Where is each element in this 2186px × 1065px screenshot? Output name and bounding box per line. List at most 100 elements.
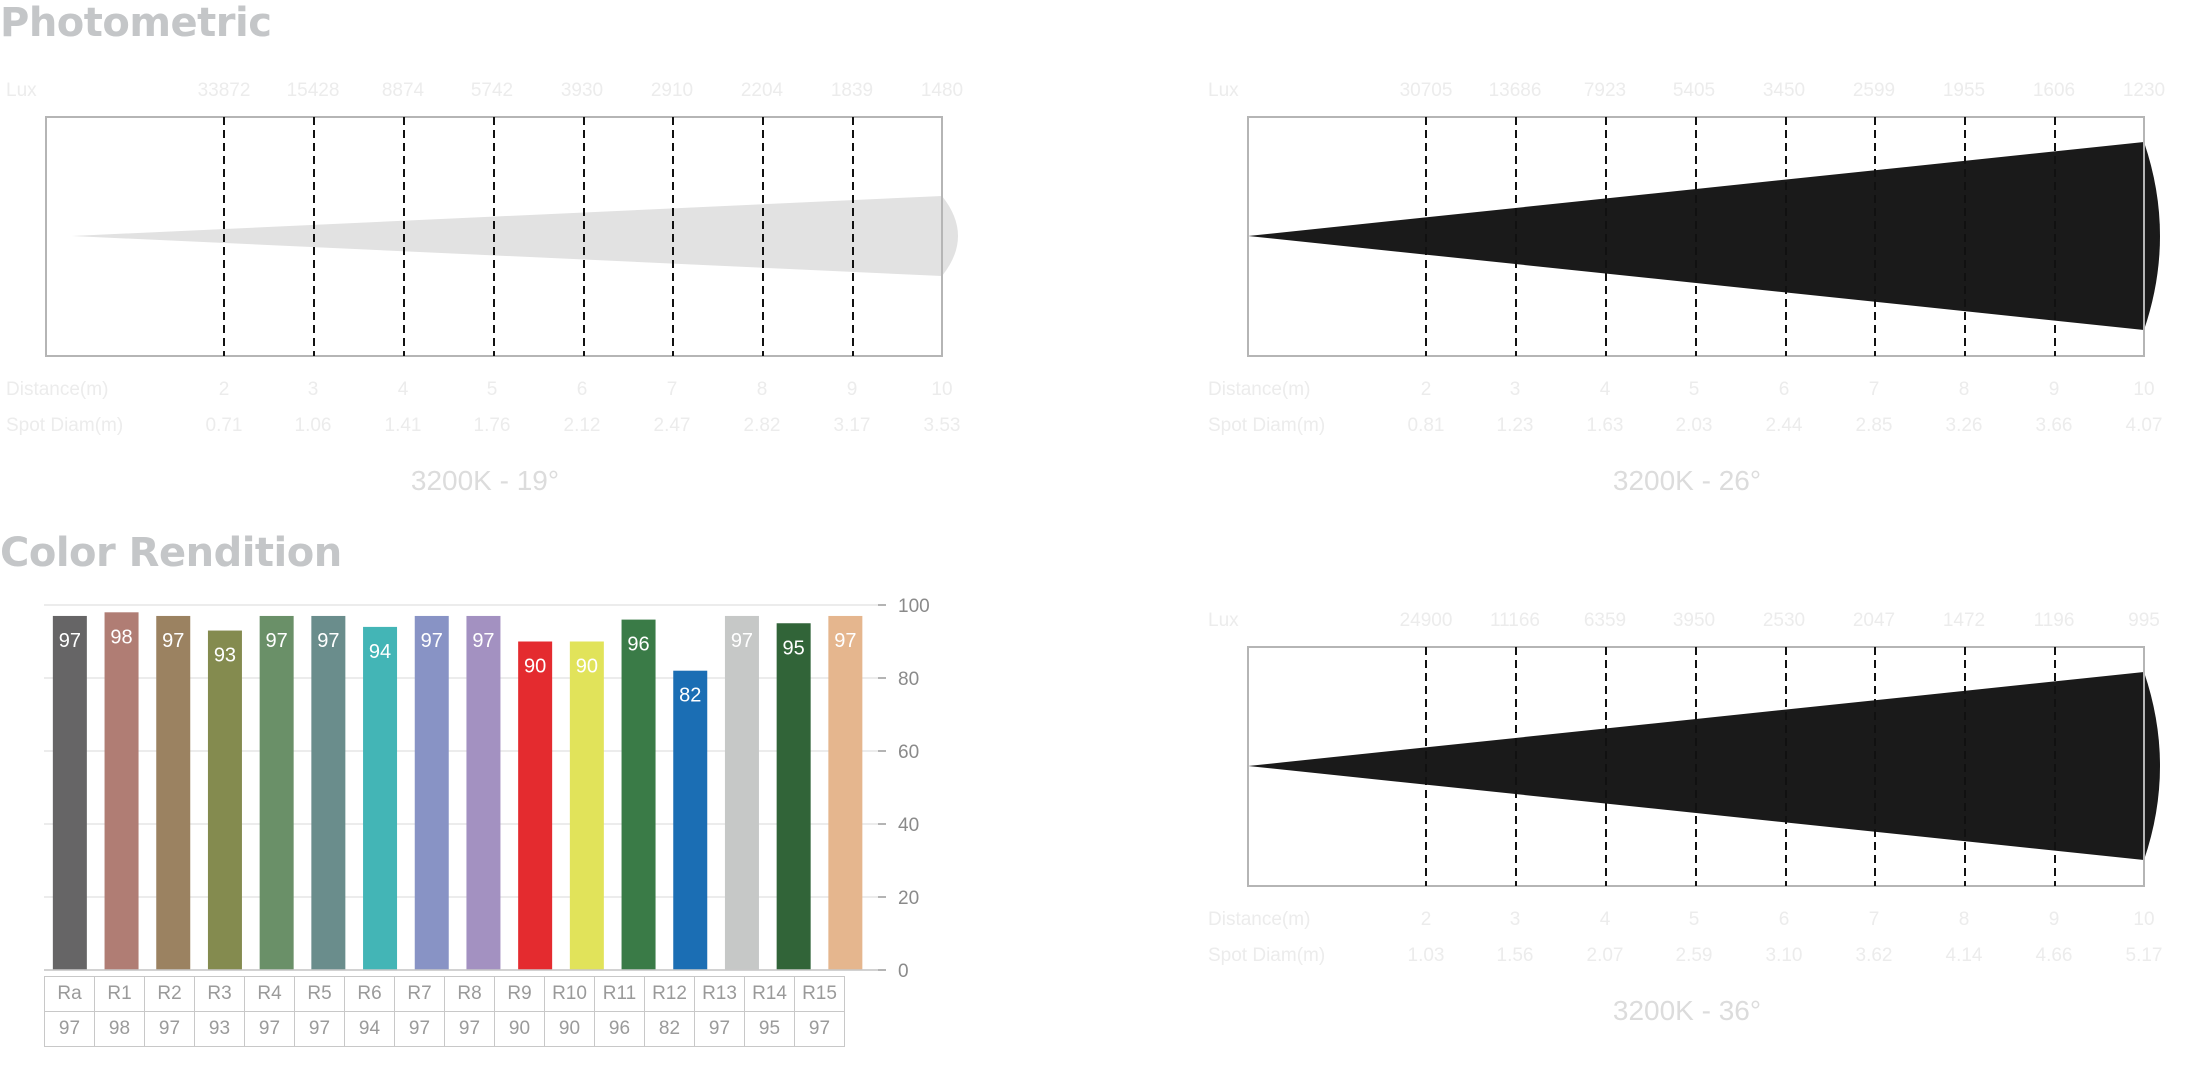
- distance-value: 7: [1869, 909, 1880, 930]
- distance-value: 10: [2133, 379, 2154, 400]
- beam-caption: 3200K - 19°: [411, 465, 559, 496]
- value-cell: 97: [294, 1011, 345, 1047]
- distance-value: 4: [1600, 909, 1611, 930]
- y-tick-label: 40: [898, 815, 919, 836]
- value-cell: 93: [194, 1011, 245, 1047]
- bar-value-label: 97: [472, 630, 494, 652]
- bar-r14: [776, 623, 811, 970]
- bar-value-label: 97: [731, 630, 753, 652]
- distance-value: 9: [847, 379, 858, 400]
- lux-value: 2530: [1763, 610, 1805, 631]
- lux-value: 1480: [921, 80, 963, 101]
- category-cell: R7: [394, 976, 445, 1012]
- bar-value-label: 97: [317, 630, 339, 652]
- spot-value: 5.17: [2126, 945, 2163, 966]
- value-cell: 97: [44, 1011, 95, 1047]
- distance-value: 3: [1510, 909, 1521, 930]
- bar-ra: [52, 615, 87, 970]
- bar-r9: [518, 641, 553, 970]
- category-cell: R1: [94, 976, 145, 1012]
- distance-value: 5: [1689, 379, 1700, 400]
- category-cell: R14: [744, 976, 795, 1012]
- beam-caption: 3200K - 36°: [1613, 995, 1761, 1026]
- spot-value: 2.59: [1676, 945, 1713, 966]
- distance-value: 4: [398, 379, 409, 400]
- y-tick-label: 0: [898, 961, 909, 980]
- lux-value: 24900: [1400, 610, 1453, 631]
- spot-value: 2.85: [1856, 415, 1893, 436]
- lux-value: 1472: [1943, 610, 1985, 631]
- distance-value: 6: [577, 379, 588, 400]
- distance-value: 7: [667, 379, 678, 400]
- distance-value: 2: [219, 379, 230, 400]
- lux-value: 2599: [1853, 80, 1895, 101]
- distance-value: 5: [487, 379, 498, 400]
- distance-label: Distance(m): [6, 379, 108, 400]
- distance-value: 4: [1600, 379, 1611, 400]
- spot-value: 1.23: [1497, 415, 1534, 436]
- bar-value-label: 97: [162, 630, 184, 652]
- lux-value: 3950: [1673, 610, 1715, 631]
- spot-value: 0.71: [206, 415, 243, 436]
- spot-value: 0.81: [1408, 415, 1445, 436]
- y-tick-label: 20: [898, 888, 919, 909]
- beam-cone: [1248, 672, 2160, 860]
- spot-value: 1.56: [1497, 945, 1534, 966]
- beam-caption: 3200K - 26°: [1613, 465, 1761, 496]
- bar-value-label: 94: [369, 641, 391, 663]
- spot-label: Spot Diam(m): [1208, 945, 1325, 966]
- distance-value: 6: [1779, 909, 1790, 930]
- spot-value: 4.14: [1946, 945, 1983, 966]
- distance-value: 6: [1779, 379, 1790, 400]
- bar-r11: [621, 619, 656, 970]
- spot-value: 3.17: [834, 415, 871, 436]
- spot-label: Spot Diam(m): [6, 415, 123, 436]
- distance-value: 10: [2133, 909, 2154, 930]
- value-cell: 97: [794, 1011, 845, 1047]
- category-cell: R15: [794, 976, 845, 1012]
- bar-r8: [466, 615, 501, 970]
- category-cell: R11: [594, 976, 645, 1012]
- bar-r5: [311, 615, 346, 970]
- bar-value-label: 82: [679, 685, 701, 707]
- distance-value: 8: [757, 379, 768, 400]
- category-cell: R10: [544, 976, 595, 1012]
- beam-cone: [1248, 142, 2160, 330]
- distance-value: 2: [1421, 909, 1432, 930]
- distance-value: 8: [1959, 379, 1970, 400]
- bar-value-label: 97: [834, 630, 856, 652]
- value-cell: 95: [744, 1011, 795, 1047]
- category-cell: R9: [494, 976, 545, 1012]
- distance-value: 7: [1869, 379, 1880, 400]
- spot-value: 3.53: [924, 415, 961, 436]
- category-cell: R6: [344, 976, 395, 1012]
- value-cell: 97: [694, 1011, 745, 1047]
- lux-value: 3450: [1763, 80, 1805, 101]
- bar-r10: [569, 641, 604, 970]
- bar-value-label: 98: [110, 626, 132, 648]
- spot-value: 3.26: [1946, 415, 1983, 436]
- distance-label: Distance(m): [1208, 909, 1310, 930]
- lux-value: 7923: [1584, 80, 1626, 101]
- bar-value-label: 93: [214, 645, 236, 667]
- spot-value: 2.03: [1676, 415, 1713, 436]
- distance-value: 5: [1689, 909, 1700, 930]
- lux-value: 6359: [1584, 610, 1626, 631]
- lux-value: 1955: [1943, 80, 1985, 101]
- category-cell: R3: [194, 976, 245, 1012]
- bar-value-label: 97: [266, 630, 288, 652]
- spot-value: 2.12: [564, 415, 601, 436]
- lux-value: 15428: [287, 80, 340, 101]
- y-tick-label: 80: [898, 669, 919, 690]
- photometric-title: Photometric: [0, 0, 272, 46]
- spot-value: 2.47: [654, 415, 691, 436]
- value-cell: 90: [494, 1011, 545, 1047]
- value-cell: 96: [594, 1011, 645, 1047]
- lux-label: Lux: [1208, 80, 1239, 101]
- lux-value: 33872: [198, 80, 251, 101]
- lux-value: 1839: [831, 80, 873, 101]
- distance-value: 9: [2049, 909, 2060, 930]
